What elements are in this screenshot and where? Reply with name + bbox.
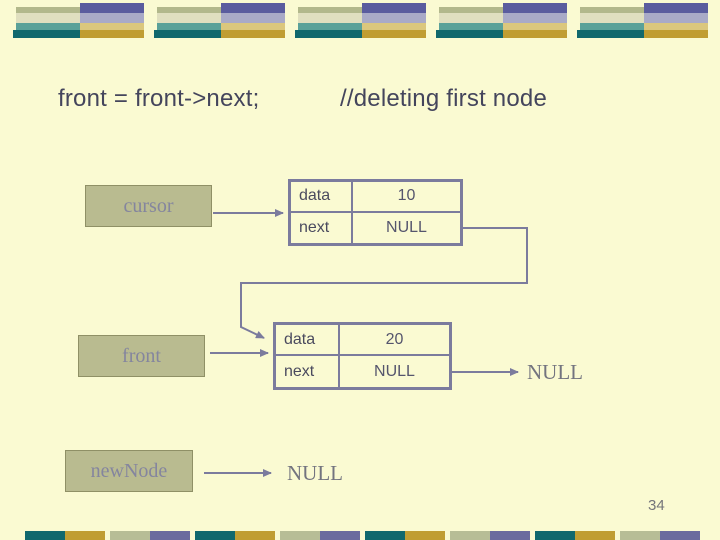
node1-next-label: next	[291, 213, 353, 244]
decor-stripe	[503, 13, 567, 23]
null-label-newnode: NULL	[287, 461, 343, 486]
decor-stripe	[436, 30, 503, 38]
decor-stripe	[362, 3, 426, 13]
decor-stripe	[577, 30, 644, 38]
decor-bar-group	[154, 2, 285, 39]
decor-bar-group	[13, 2, 144, 39]
decor-stripe	[16, 13, 80, 23]
decor-stripe	[580, 13, 644, 23]
bottom-bar-segment	[620, 531, 660, 540]
decor-stripe	[221, 3, 285, 13]
decor-stripe	[221, 13, 285, 23]
bottom-bar-segment	[535, 531, 575, 540]
decor-stripe	[157, 23, 221, 30]
decor-stripe	[644, 3, 708, 13]
decor-stripe	[362, 30, 426, 38]
bottom-bar-segment	[150, 531, 190, 540]
decor-stripe	[439, 13, 503, 23]
decor-stripe	[503, 23, 567, 30]
bottom-bar-segment	[65, 531, 105, 540]
node2-next-label: next	[276, 356, 340, 387]
decor-stripe	[80, 3, 144, 13]
null-label-node2: NULL	[527, 360, 583, 385]
cursor-pointer-box: cursor	[85, 185, 212, 227]
bottom-bar-segment	[25, 531, 65, 540]
bottom-bar-segment	[110, 531, 150, 540]
decor-stripe	[644, 13, 708, 23]
title-code: front = front->next;	[58, 85, 259, 113]
decor-stripe	[80, 13, 144, 23]
decor-stripe	[644, 23, 708, 30]
bottom-bar-segment	[280, 531, 320, 540]
decor-bar-group	[295, 2, 426, 39]
decor-bar-group	[436, 2, 567, 39]
title-comment: //deleting first node	[340, 85, 547, 113]
bottom-bar-segment	[365, 531, 405, 540]
front-label: front	[122, 345, 161, 368]
newnode-label: newNode	[91, 460, 168, 483]
node2-data-label: data	[276, 325, 340, 356]
node1-table: data 10 next NULL	[288, 179, 463, 246]
bottom-bar-segment	[195, 531, 235, 540]
node2-table: data 20 next NULL	[273, 322, 452, 390]
decor-stripe	[157, 13, 221, 23]
bottom-bar-segment	[575, 531, 615, 540]
decor-stripe	[580, 23, 644, 30]
decor-stripe	[362, 23, 426, 30]
page-number: 34	[648, 497, 665, 514]
decor-stripe	[295, 30, 362, 38]
decor-bar-group	[577, 2, 708, 39]
decor-stripe	[80, 30, 144, 38]
decor-stripe	[221, 30, 285, 38]
front-pointer-box: front	[78, 335, 205, 377]
node1-data-value: 10	[353, 182, 460, 213]
node2-next-value: NULL	[340, 356, 449, 387]
decor-stripe	[503, 3, 567, 13]
bottom-bar-segment	[405, 531, 445, 540]
bottom-bar-segment	[450, 531, 490, 540]
cursor-label: cursor	[124, 195, 174, 218]
node1-data-label: data	[291, 182, 353, 213]
decor-stripe	[16, 23, 80, 30]
bottom-bar-segment	[660, 531, 700, 540]
decor-stripe	[362, 13, 426, 23]
decor-stripe	[644, 30, 708, 38]
bottom-bar-segment	[490, 531, 530, 540]
newnode-pointer-box: newNode	[65, 450, 193, 492]
node2-data-value: 20	[340, 325, 449, 356]
decor-stripe	[298, 23, 362, 30]
decor-stripe	[154, 30, 221, 38]
bottom-bar-segment	[320, 531, 360, 540]
decor-stripe	[13, 30, 80, 38]
decor-stripe	[439, 23, 503, 30]
bottom-bar-segment	[235, 531, 275, 540]
decor-stripe	[221, 23, 285, 30]
node1-next-value: NULL	[353, 213, 460, 244]
decor-stripe	[80, 23, 144, 30]
decor-stripe	[298, 13, 362, 23]
decor-stripe	[503, 30, 567, 38]
